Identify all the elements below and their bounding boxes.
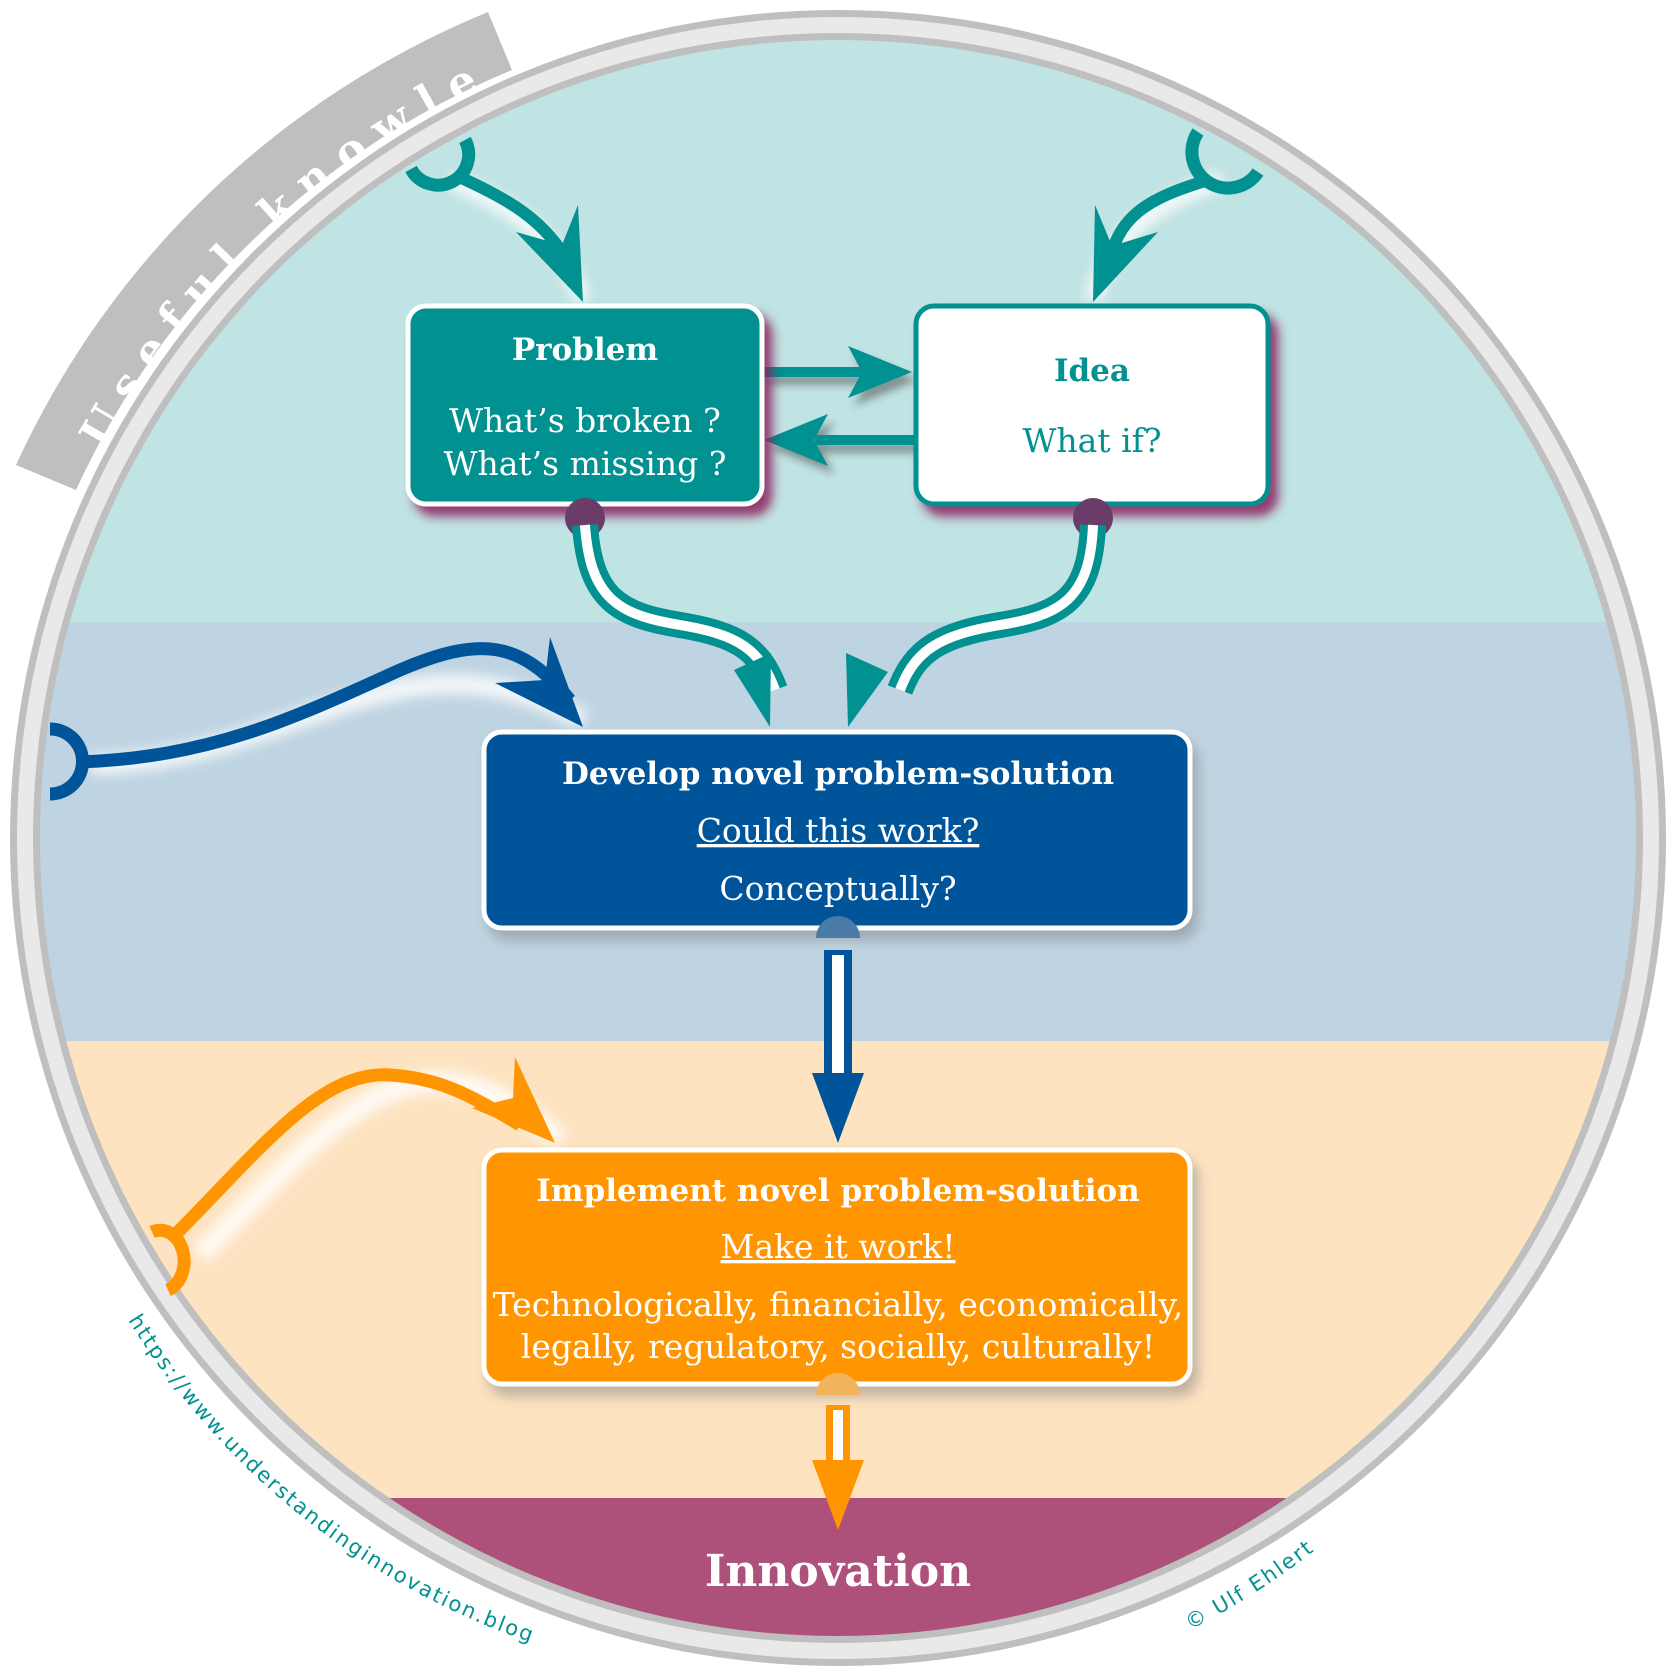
idea-to-develop-arrow: [846, 498, 1113, 727]
idea-question: What if?: [1022, 421, 1161, 460]
band-problem-idea: [40, 40, 1636, 622]
double-line-arrow-icon: [812, 1073, 864, 1143]
implement-detail-line2: legally, regulatory, socially, culturall…: [521, 1327, 1155, 1366]
develop-to-implement-arrow: [812, 916, 864, 1143]
arrow-icon: [495, 637, 583, 727]
idea-to-problem-arrow: [764, 414, 915, 466]
arrow-icon: [848, 346, 912, 398]
arrow-icon: [472, 1057, 555, 1143]
banner-band: [16, 12, 512, 490]
develop-title: Develop novel problem-solution: [562, 756, 1114, 792]
knowledge-arrow-idea: [1093, 128, 1264, 302]
idea-box[interactable]: Idea What if?: [913, 303, 1271, 507]
knowledge-arrow-develop: [49, 637, 583, 801]
knowledge-arrow-problem: [405, 136, 583, 302]
develop-detail: Conceptually?: [719, 869, 956, 908]
implement-question: Make it work!: [721, 1227, 956, 1266]
double-line-arrow-icon: [734, 653, 771, 727]
problem-question-missing: What’s missing ?: [444, 444, 727, 483]
problem-to-idea-arrow: [762, 346, 912, 398]
implement-box[interactable]: Implement novel problem-solution Make it…: [481, 1147, 1193, 1387]
implement-to-innovation-arrow: [812, 1373, 864, 1530]
double-line-arrow-icon: [812, 1460, 864, 1530]
arrow-icon: [764, 414, 828, 466]
problem-title: Problem: [512, 332, 658, 368]
develop-box[interactable]: Develop novel problem-solution Could thi…: [481, 729, 1193, 931]
problem-box[interactable]: Problem What’s broken ? What’s missing ?: [405, 303, 765, 507]
knowledge-arrow-implement: [149, 1057, 555, 1296]
arrow-shaft: [1104, 174, 1210, 262]
socket-connector-icon: [405, 136, 476, 192]
problem-question-broken: What’s broken ?: [449, 401, 721, 440]
develop-question: Could this work?: [697, 811, 980, 850]
implement-detail-line1: Technologically, financially, economical…: [493, 1285, 1184, 1324]
problem-to-develop-arrow: [565, 498, 788, 727]
arrow-shaft: [79, 642, 575, 769]
arrow-icon: [1093, 205, 1158, 302]
double-line-arrow-icon: [846, 653, 888, 727]
arrow-icon: [516, 205, 583, 302]
arrow-shaft: [165, 1068, 524, 1245]
socket-connector-icon: [149, 1223, 191, 1296]
innovation-label: Innovation: [705, 1546, 971, 1597]
implement-title: Implement novel problem-solution: [536, 1173, 1139, 1209]
idea-title: Idea: [1054, 353, 1130, 389]
